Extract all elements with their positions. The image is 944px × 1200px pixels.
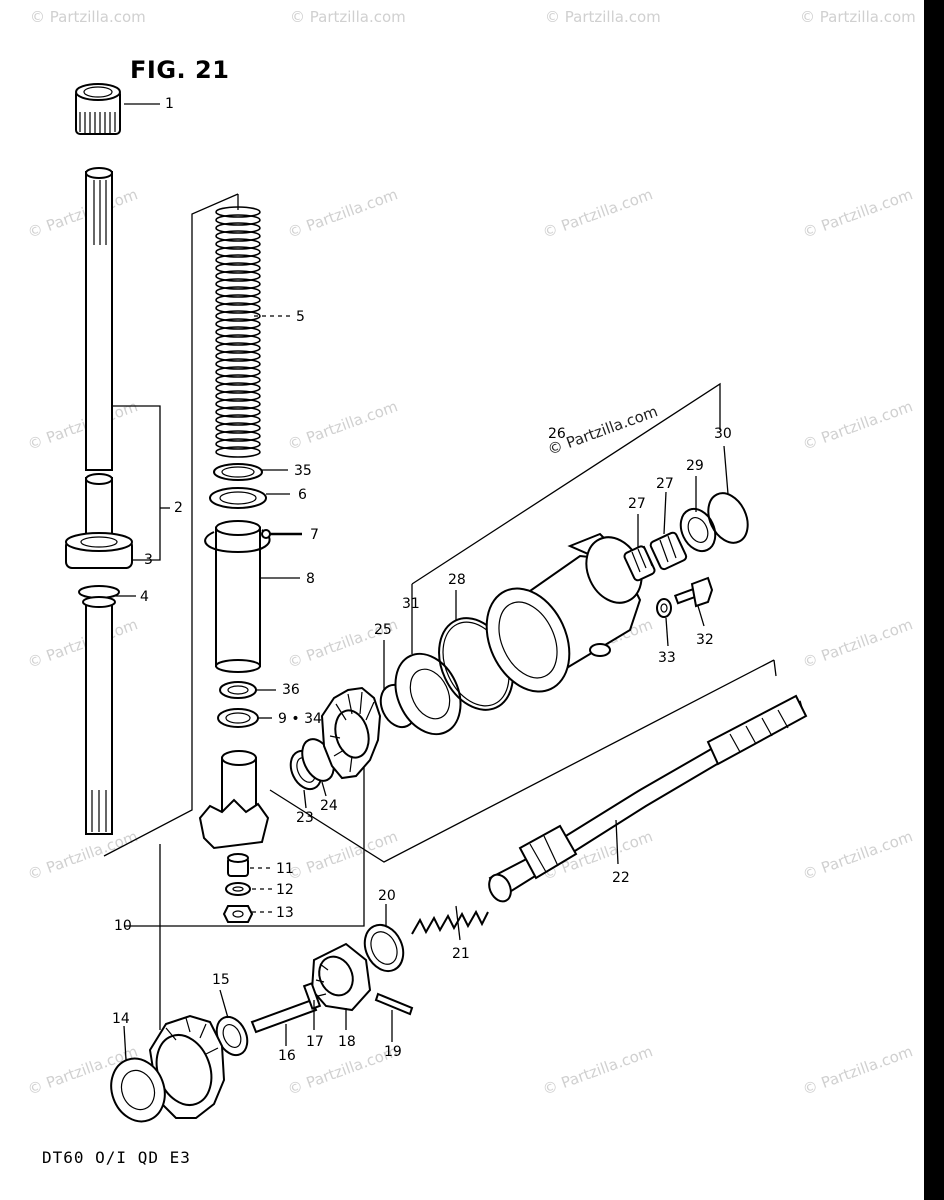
part-18-clutch xyxy=(310,942,372,1012)
watermark: © Partzilla.com xyxy=(800,397,915,454)
callout-23: 23 xyxy=(296,810,314,826)
part-21-return-spring xyxy=(411,909,489,935)
callout-26: 26 xyxy=(548,426,566,442)
callout-5: 5 xyxy=(296,309,305,325)
watermark: © Partzilla.com xyxy=(800,1042,915,1099)
watermark: © Partzilla.com xyxy=(25,185,140,242)
part-9-34-washer xyxy=(217,708,259,728)
watermark: © Partzilla.com xyxy=(285,185,400,242)
callout-2: 2 xyxy=(174,500,183,516)
part-25-forward-gear xyxy=(320,686,382,780)
callout-8: 8 xyxy=(306,571,315,587)
callout-22: 22 xyxy=(612,870,630,886)
callout-11: 11 xyxy=(276,861,294,877)
part-5-spring xyxy=(215,206,261,458)
part-16-push-rod xyxy=(250,998,318,1034)
part-20-ring xyxy=(363,923,405,973)
callout-36: 36 xyxy=(282,682,300,698)
part-19-cross-pin xyxy=(374,992,414,1016)
watermark: © Partzilla.com xyxy=(285,1042,400,1099)
part-14-reverse-gear xyxy=(110,1014,226,1123)
callout-32: 32 xyxy=(696,632,714,648)
callout-20: 20 xyxy=(378,888,396,904)
part-11-bushing xyxy=(227,853,249,877)
callout-35: 35 xyxy=(294,463,312,479)
part-35-ring xyxy=(213,463,263,481)
callout-14: 14 xyxy=(112,1011,130,1027)
callout-labels: 1 2 3 4 5 6 7 8 9 • 34 10 11 12 13 14 15… xyxy=(112,96,732,1064)
callout-13: 13 xyxy=(276,905,294,921)
part-3-bearing xyxy=(65,532,133,569)
part-22-propeller-shaft xyxy=(488,694,808,903)
callout-17: 17 xyxy=(306,1034,324,1050)
watermark: © Partzilla.com xyxy=(540,1042,655,1099)
watermark: © Partzilla.com xyxy=(25,827,140,884)
part-1-bushing xyxy=(75,83,121,135)
part-8-sleeve xyxy=(215,520,261,673)
callout-4: 4 xyxy=(140,589,149,605)
part-30-snap-ring xyxy=(707,492,749,544)
part-17-pin xyxy=(302,982,322,1010)
callout-12: 12 xyxy=(276,882,294,898)
watermark: © Partzilla.com xyxy=(800,615,915,672)
callout-9-34: 9 • 34 xyxy=(278,711,322,727)
part-12-washer xyxy=(225,882,251,896)
callout-25: 25 xyxy=(374,622,392,638)
callout-31: 31 xyxy=(402,596,420,612)
part-27-needle-bearing xyxy=(623,545,656,582)
part-36-shim xyxy=(219,681,257,699)
part-33-washer xyxy=(656,598,672,618)
watermark: © Partzilla.com xyxy=(25,615,140,672)
part-4-ring xyxy=(78,585,120,608)
watermark: © Partzilla.com xyxy=(290,8,406,26)
exploded-view-diagram: © Partzilla.com © Partzilla.com © Partzi… xyxy=(25,8,916,1123)
callout-33: 33 xyxy=(658,650,676,666)
callout-27b: 27 xyxy=(656,476,674,492)
watermark: © Partzilla.com xyxy=(800,827,915,884)
figure-title: FIG. 21 xyxy=(130,56,230,84)
part-2-drive-shaft xyxy=(85,167,113,835)
watermark: © Partzilla.com xyxy=(285,397,400,454)
callout-19: 19 xyxy=(384,1044,402,1060)
callout-29: 29 xyxy=(686,458,704,474)
callout-15: 15 xyxy=(212,972,230,988)
callout-27a: 27 xyxy=(628,496,646,512)
watermark: © Partzilla.com xyxy=(30,8,146,26)
watermark-layer: © Partzilla.com © Partzilla.com © Partzi… xyxy=(25,8,916,1099)
watermark: © Partzilla.com xyxy=(800,8,916,26)
callout-30: 30 xyxy=(714,426,732,442)
callout-3: 3 xyxy=(144,552,153,568)
part-10-pinion-gear xyxy=(198,750,270,850)
figure-footer-code: DT60 O/I QD E3 xyxy=(42,1148,191,1167)
callout-16: 16 xyxy=(278,1048,296,1064)
callout-7: 7 xyxy=(310,527,319,543)
callout-6: 6 xyxy=(298,487,307,503)
part-26-bearing-housing xyxy=(485,532,643,693)
callout-10: 10 xyxy=(114,918,132,934)
part-31-bearing xyxy=(379,652,462,736)
part-13-nut xyxy=(222,905,254,923)
watermark: © Partzilla.com xyxy=(800,185,915,242)
part-32-bolt xyxy=(673,576,714,608)
callout-28: 28 xyxy=(448,572,466,588)
part-27b-needle-bearing xyxy=(649,531,688,571)
callout-18: 18 xyxy=(338,1034,356,1050)
watermark: © Partzilla.com xyxy=(540,185,655,242)
part-6-washer xyxy=(209,487,267,509)
part-15-shim xyxy=(215,1015,249,1057)
callout-24: 24 xyxy=(320,798,338,814)
part-29-oil-seal xyxy=(679,507,717,553)
callout-1: 1 xyxy=(165,96,174,112)
callout-21: 21 xyxy=(452,946,470,962)
scan-edge-bar xyxy=(924,0,944,1200)
watermark: © Partzilla.com xyxy=(545,8,661,26)
